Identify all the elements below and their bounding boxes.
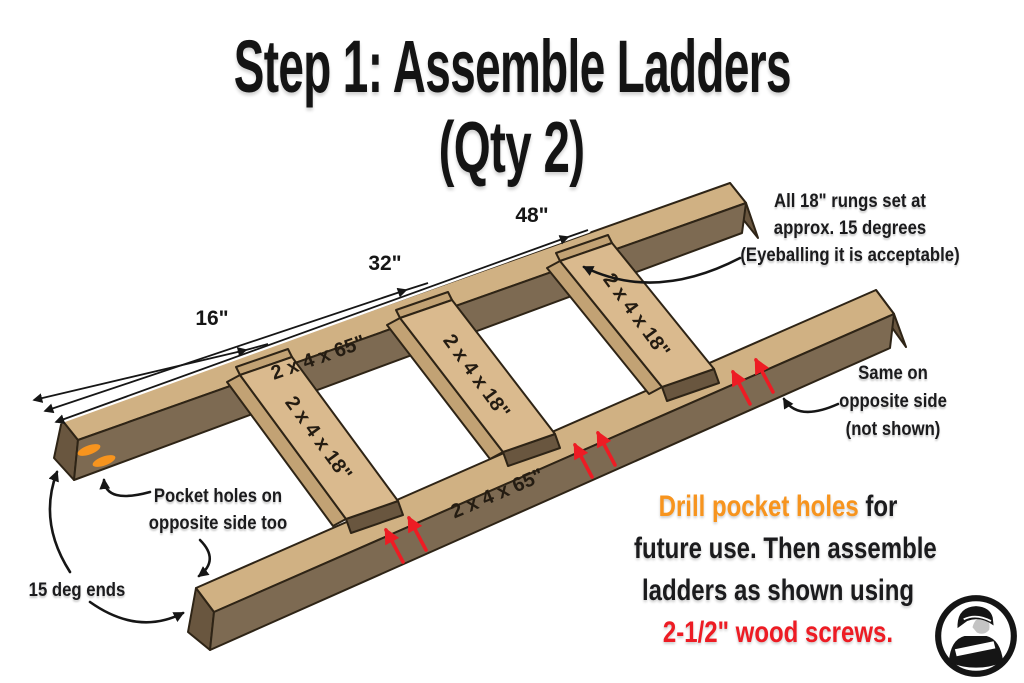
note-rung-angle-line2: approx. 15 degrees [773, 218, 927, 239]
dim-48-label: 48" [515, 204, 548, 227]
instruction-line2: future use. Then assemble [634, 532, 937, 565]
note-ends-text: 15 deg ends [28, 580, 126, 601]
screw-arrow-2 [407, 515, 428, 552]
title-line-1: Step 1: Assemble Ladders [233, 25, 791, 108]
dim-48-line [54, 235, 570, 424]
note-pocket-holes: Pocket holes on opposite side too [112, 483, 323, 537]
bottom-rail-front-face [209, 313, 895, 651]
dim-48-extension [567, 229, 589, 238]
screw-arrow-5 [731, 369, 752, 406]
pocket-hole-1 [77, 444, 101, 456]
page-title: Step 1: Assemble Ladders (Qty 2) [0, 25, 1024, 188]
brand-logo [935, 595, 1017, 677]
dimension-arrows: 16" 32" 48" [31, 204, 591, 425]
note-rung-angle: All 18" rungs set at approx. 15 degrees … [718, 188, 982, 269]
pocket-holes-arrow-top [99, 478, 152, 498]
screw-arrow-1 [384, 527, 405, 564]
note-rung-angle-line1: All 18" rungs set at [774, 191, 926, 212]
note-opposite-line3: (not shown) [845, 419, 941, 440]
note-pocket-line1: Pocket holes on [153, 486, 283, 507]
rung-3-top-face [559, 242, 715, 388]
note-arrows [48, 256, 840, 624]
note-rung-angle-line3: (Eyeballing it is acceptable) [740, 245, 960, 266]
instruction-text: Drill pocket holes for future use. Then … [634, 486, 937, 654]
pocket-hole-2 [92, 455, 116, 467]
note-opposite-side: Same on opposite side (not shown) [807, 360, 979, 444]
dim-32-label: 32" [368, 252, 401, 275]
pocket-holes-arrow-bottom [197, 538, 212, 578]
instruction-line1-rest: for [858, 490, 898, 523]
screw-arrow-6 [754, 357, 775, 394]
note-pocket-line2: opposite side too [148, 513, 288, 534]
screw-arrows [384, 357, 775, 564]
title-line-2: (Qty 2) [439, 108, 586, 188]
note-opposite-line1: Same on [858, 363, 928, 384]
note-opposite-line2: opposite side [839, 391, 947, 412]
screw-arrow-3 [573, 442, 594, 479]
woodworker-icon [948, 606, 1004, 668]
ends-arrow-top [48, 470, 72, 574]
instruction-line3: ladders as shown using [641, 574, 915, 607]
eyeballing-arrow [582, 256, 742, 284]
opposite-side-arrow [782, 397, 840, 414]
dim-16-label: 16" [195, 307, 228, 330]
instruction-red-highlight: 2-1/2" wood screws. [662, 616, 894, 649]
instruction-line1: Drill pocket holes for [634, 486, 922, 528]
ends-arrow-bottom [88, 600, 185, 624]
note-angled-ends: 15 deg ends [13, 577, 141, 604]
screw-arrow-4 [596, 430, 617, 467]
instruction-orange-highlight: Drill pocket holes [658, 490, 859, 523]
